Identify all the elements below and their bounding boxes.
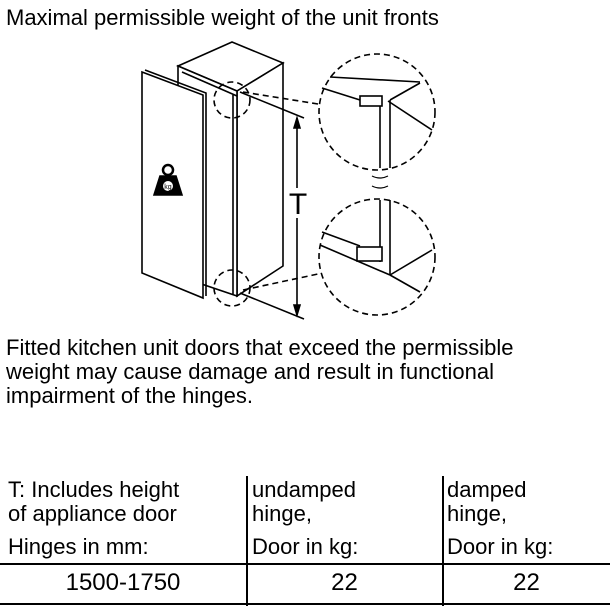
header-hinges-line1: T: Includes height xyxy=(8,477,180,502)
cell-damped-weight: 22 xyxy=(513,569,540,596)
bottom-hinge-detail-marker xyxy=(213,269,251,307)
cell-undamped-weight: 22 xyxy=(331,569,358,596)
cell-height-range: 1500-1750 xyxy=(65,569,181,596)
warning-paragraph: Fitted kitchen unit doors that exceed th… xyxy=(6,336,514,408)
paragraph-line: impairment of the hinges. xyxy=(6,383,254,408)
dimension-label-t: T xyxy=(289,188,307,221)
header-hinges-line3: Hinges in mm: xyxy=(8,534,149,559)
header-damped-line1: damped xyxy=(447,477,527,502)
weight-kg-icon: kg xyxy=(152,163,184,196)
paragraph-line: weight may cause damage and result in fu… xyxy=(6,359,494,384)
page-title: Maximal permissible weight of the unit f… xyxy=(6,5,439,30)
top-hinge-detail-marker xyxy=(213,81,251,119)
header-undamped-line2: hinge, xyxy=(252,501,312,526)
header-hinges-line2: of appliance door xyxy=(8,501,177,526)
header-damped-line3: Door in kg: xyxy=(447,534,554,559)
header-damped-line2: hinge, xyxy=(447,501,507,526)
bottom-hinge-closeup xyxy=(319,200,433,293)
door-hinge-diagram: kg T xyxy=(141,41,436,320)
paragraph-line: Fitted kitchen unit doors that exceed th… xyxy=(6,335,514,360)
header-undamped-line1: undamped xyxy=(252,477,356,502)
top-hinge-closeup xyxy=(321,76,433,168)
top-hinge-zoom-circle xyxy=(318,53,436,171)
svg-text:kg: kg xyxy=(164,184,172,191)
header-undamped-line3: Door in kg: xyxy=(252,534,359,559)
